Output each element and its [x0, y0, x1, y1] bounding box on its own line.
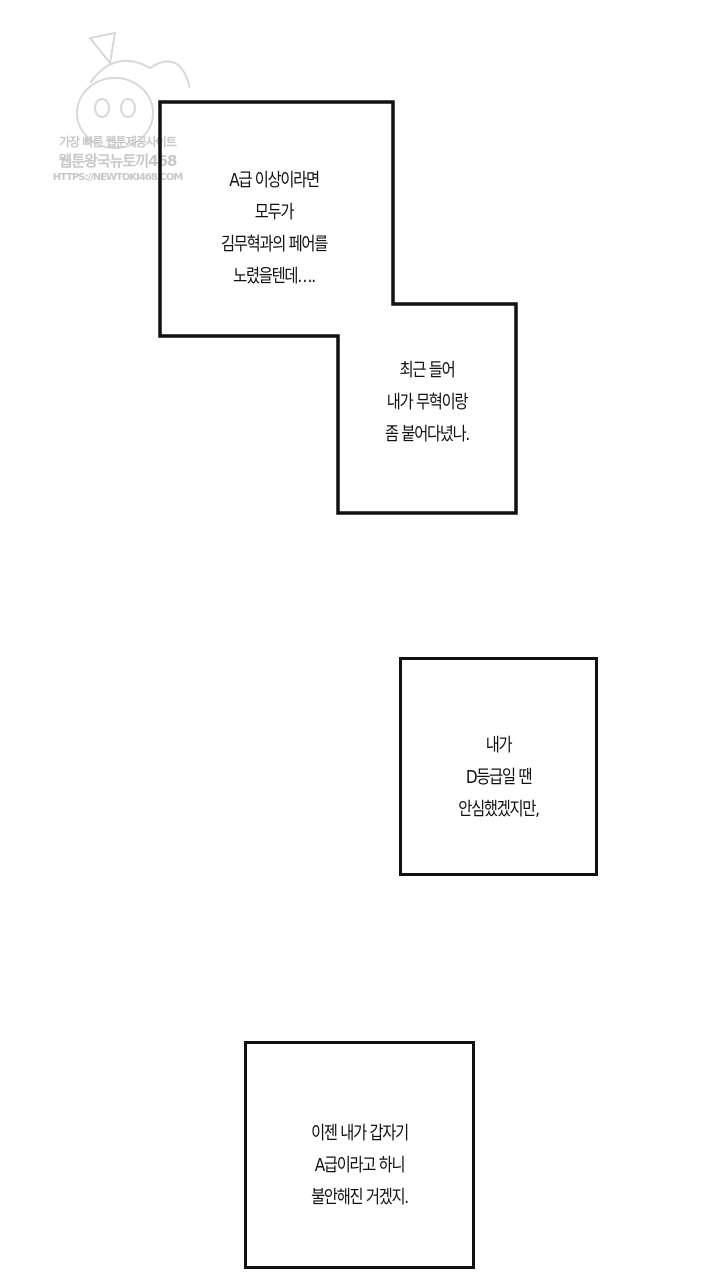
caption-4: 이젠 내가 갑자기 A급이라고 하니 불안해진 거겠지. — [265, 1118, 455, 1214]
caption-3: 내가 D등급일 땐 안심했겠지만, — [417, 730, 579, 826]
watermark-line2: 웹툰왕국뉴토끼468 — [58, 152, 178, 170]
caption-2: 최근 들어 내가 무혁이랑 좀 붙어다녔나. — [355, 355, 500, 451]
caption-line: A급 이상이라면 — [229, 170, 320, 191]
watermark-line3: HTTPS://NEWTOKI468.COM — [52, 172, 184, 183]
caption-line: 안심했겠지만, — [458, 799, 540, 820]
caption-1: A급 이상이라면 모두가 김무혁과의 페어를 노렸을텐데…. — [181, 165, 368, 293]
caption-line: D등급일 땐 — [465, 767, 533, 788]
caption-box-3 — [399, 657, 598, 876]
caption-line: 좀 붙어다녔나. — [385, 424, 470, 445]
caption-line: 모두가 — [254, 202, 295, 223]
caption-box-4 — [244, 1041, 475, 1269]
caption-line: 내가 무혁이랑 — [386, 392, 469, 413]
caption-line: 불안해진 거겠지. — [311, 1187, 409, 1208]
caption-line: 이젠 내가 갑자기 — [311, 1123, 409, 1144]
caption-line: 최근 들어 — [399, 360, 456, 381]
watermark-mascot-image — [76, 31, 190, 149]
caption-line: A급이라고 하니 — [314, 1155, 406, 1176]
watermark-line1: 가장 빠른 웹툰제공사이트 — [59, 135, 177, 149]
caption-line: 노렸을텐데…. — [233, 266, 316, 287]
caption-line: 내가 — [485, 735, 513, 756]
caption-line: 김무혁과의 페어를 — [220, 234, 328, 255]
